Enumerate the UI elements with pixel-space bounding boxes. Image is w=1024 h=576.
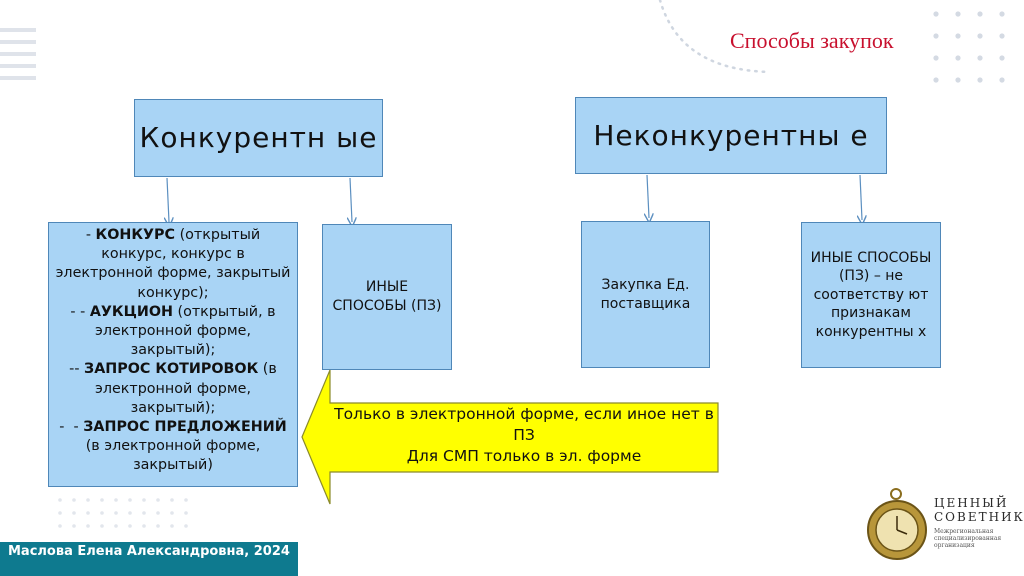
bullet-dash: -	[69, 361, 75, 378]
competitive-header-label: Конкурентн ые	[139, 121, 378, 154]
single-supplier-label: Закупка Ед. поставщика	[600, 276, 691, 312]
competitive-other-label: ИНЫЕ СПОСОБЫ (ПЗ)	[332, 279, 442, 314]
decor-dot	[955, 55, 961, 61]
item-prefix: -	[73, 419, 84, 436]
decor-dot	[999, 55, 1005, 61]
decor-dot	[128, 498, 132, 502]
decor-dot	[100, 498, 104, 502]
decor-dot	[72, 498, 76, 502]
decor-dot	[977, 33, 983, 39]
decor-dot	[142, 511, 146, 515]
decor-dot	[184, 511, 188, 515]
decor-dot	[86, 498, 90, 502]
pocket-watch-icon	[867, 488, 927, 560]
logo-name: ЦЕННЫЙ СОВЕТНИК	[934, 496, 1024, 524]
decor-dot	[170, 498, 174, 502]
competitive-header: Конкурентн ые	[134, 99, 383, 177]
decor-dot	[114, 524, 118, 528]
decor-dot	[114, 498, 118, 502]
arrow-to-noncompetitive-other	[860, 174, 862, 220]
decor-dot	[955, 33, 961, 39]
arrow-to-competition-list	[167, 177, 169, 222]
bullet-dash: -	[59, 419, 74, 436]
decor-dotted-arc	[658, 0, 772, 74]
decor-dot	[72, 524, 76, 528]
callout-line1: Только в электронной форме, если иное не…	[334, 405, 714, 444]
decor-dot	[58, 498, 62, 502]
decor-dot	[114, 511, 118, 515]
item-prefix: -	[74, 361, 85, 378]
decor-stripes	[0, 28, 36, 88]
item-bold: АУКЦИОН	[89, 303, 173, 320]
page-title: Способы закупок	[730, 28, 894, 53]
callout-text: Только в электронной форме, если иное не…	[332, 404, 716, 467]
noncompetitive-header: Неконкурентны е	[575, 97, 887, 174]
decor-dot	[999, 77, 1005, 83]
arrow-to-competitive-other	[350, 177, 352, 222]
item-bold: ЗАПРОС ПРЕДЛОЖЕНИЙ	[83, 419, 287, 436]
decor-dot	[86, 511, 90, 515]
item-prefix: -	[80, 303, 90, 320]
item-text: (в электронной форме, закрытый)	[85, 438, 261, 474]
logo: ЦЕННЫЙ СОВЕТНИК Межрегиональная специали…	[866, 486, 1024, 566]
decor-dot	[128, 524, 132, 528]
decor-dot	[955, 11, 961, 17]
bullet-dash: -	[85, 227, 96, 243]
decor-dot-grid-bottom	[58, 498, 188, 528]
decor-dot	[184, 524, 188, 528]
decor-dot	[58, 524, 62, 528]
decor-dot	[156, 498, 160, 502]
decor-dot	[156, 524, 160, 528]
decor-dot	[999, 11, 1005, 17]
noncompetitive-header-label: Неконкурентны е	[593, 118, 869, 152]
decor-dot	[100, 524, 104, 528]
item-text: (в электронной форме, закрытый);	[94, 361, 277, 416]
decor-dot	[128, 511, 132, 515]
item-text: (открытый конкурс, конкурс в электронной…	[55, 227, 291, 301]
yellow-callout-arrow	[301, 369, 719, 505]
decor-dot	[100, 511, 104, 515]
list-item-quotes: -- ЗАПРОС КОТИРОВОК (в электронной форме…	[55, 360, 291, 418]
decor-dot	[142, 498, 146, 502]
single-supplier-box: Закупка Ед. поставщика	[581, 221, 710, 368]
decor-dot	[72, 511, 76, 515]
item-text: (открытый, в электронной форме, закрытый…	[94, 303, 276, 359]
decor-dot	[933, 55, 939, 61]
decor-dot	[170, 511, 174, 515]
decor-dot	[977, 55, 983, 61]
bullet-dash: -	[70, 303, 81, 320]
decor-dot	[999, 33, 1005, 39]
list-item-auction: - - АУКЦИОН (открытый, в электронной фор…	[55, 303, 291, 361]
logo-name-line2: СОВЕТНИК	[934, 510, 1024, 524]
noncompetitive-other-label: ИНЫЕ СПОСОБЫ (ПЗ) – не соответству ют пр…	[810, 249, 932, 340]
decor-dot	[933, 33, 939, 39]
list-item-proposals: - - ЗАПРОС ПРЕДЛОЖЕНИЙ (в электронной фо…	[55, 418, 291, 476]
decor-dot	[977, 77, 983, 83]
decor-dot	[142, 524, 146, 528]
arrow-to-single-supplier	[647, 174, 649, 218]
decor-dot	[170, 524, 174, 528]
logo-name-line1: ЦЕННЫЙ	[934, 496, 1009, 510]
author-footer: Маслова Елена Александровна, 2024	[0, 542, 298, 576]
list-item-konkurs: - КОНКУРС (открытый конкурс, конкурс в э…	[55, 226, 291, 303]
item-bold: ЗАПРОС КОТИРОВОК	[84, 361, 259, 378]
decor-dot	[933, 11, 939, 17]
competitive-methods-list: - КОНКУРС (открытый конкурс, конкурс в э…	[48, 222, 298, 487]
competitive-other-box: ИНЫЕ СПОСОБЫ (ПЗ)	[322, 224, 452, 370]
author-label: Маслова Елена Александровна, 2024	[8, 544, 290, 559]
decor-dot	[184, 498, 188, 502]
callout-line2: Для СМП только в эл. форме	[406, 447, 642, 465]
decor-dot	[955, 77, 961, 83]
decor-dot	[58, 511, 62, 515]
decor-dot	[977, 11, 983, 17]
decor-dot-grid	[933, 11, 1005, 83]
noncompetitive-other-box: ИНЫЕ СПОСОБЫ (ПЗ) – не соответству ют пр…	[801, 222, 941, 368]
decor-dot	[933, 77, 939, 83]
logo-tagline: Межрегиональная специализированная орган…	[934, 528, 1002, 549]
item-bold: КОНКУРС	[95, 227, 176, 243]
decor-dot	[86, 524, 90, 528]
decor-dot	[156, 511, 160, 515]
